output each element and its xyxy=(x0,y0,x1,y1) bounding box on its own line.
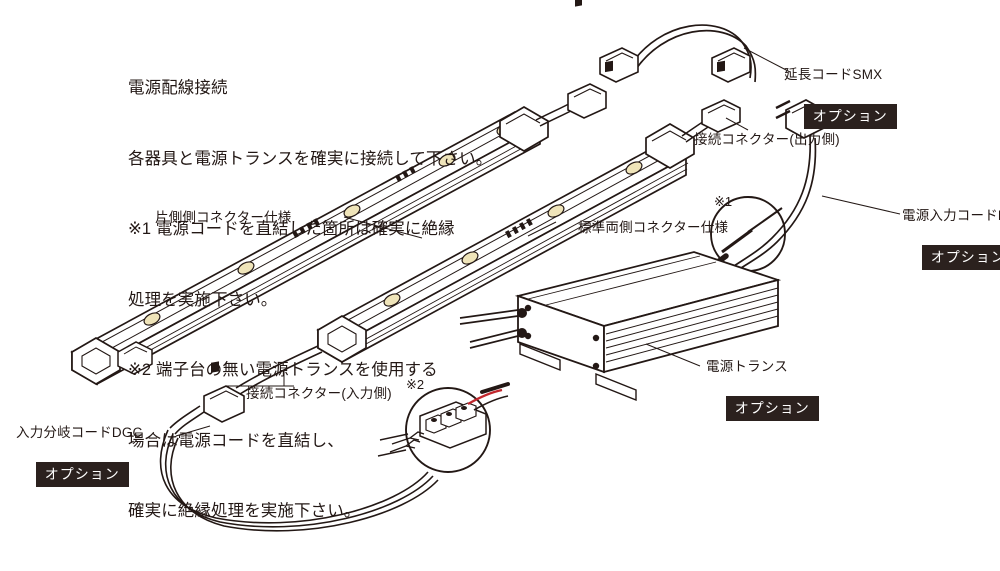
label-one-side-connector-spec: 片側側コネクター仕様 xyxy=(155,210,292,225)
badge-input-branch-cord: オプション xyxy=(18,444,129,505)
leader-lines xyxy=(175,47,901,437)
note-2-detail-circle xyxy=(377,382,510,473)
instruction-notes: 電源配線接続 各器具と電源トランスを確実に接続して下さい。 ※1 電源コードを直… xyxy=(128,30,492,571)
power-input-cord-dgn xyxy=(733,135,817,271)
label-connector-input: 接続コネクター(入力側) xyxy=(246,386,392,401)
wiring-diagram-artwork xyxy=(70,0,901,532)
option-badge-label: オプション xyxy=(35,462,129,487)
label-power-input-cord: 電源入力コードDGN xyxy=(902,208,1000,223)
power-transformer xyxy=(459,251,782,402)
note-line-5: 場合は電源コードを直結し、 xyxy=(128,431,344,450)
note-line-4: ※2 端子台の無い電源トランスを使用する xyxy=(128,361,438,379)
note-line-3: 処理を実施下さい。 xyxy=(128,290,278,309)
note-line-2: ※1 電源コードを直結した箇所は確実に絶縁 xyxy=(128,220,455,238)
badge-power-input-cord: オプション xyxy=(904,227,1000,288)
option-badge-label: オプション xyxy=(921,245,1000,270)
led-bar-both-side xyxy=(316,123,695,364)
badge-extension-cord: オプション xyxy=(786,86,897,147)
note-line-0: 電源配線接続 xyxy=(128,79,228,97)
note-line-6: 確実に絶縁処理を実施下さい。 xyxy=(128,502,361,520)
option-badge-label: オプション xyxy=(725,396,819,421)
option-badge-label: オプション xyxy=(803,104,897,129)
connector-bar1-out xyxy=(567,0,607,119)
connector-output xyxy=(701,99,741,133)
label-input-branch-cord: 入力分岐コードDGC xyxy=(16,425,143,440)
label-standard-both-side-connector-spec: 標準両側コネクター仕様 xyxy=(578,220,729,235)
diagram-canvas: 電源配線接続 各器具と電源トランスを確実に接続して下さい。 ※1 電源コードを直… xyxy=(16,0,1000,532)
dgc-upper-lead xyxy=(169,405,205,435)
label-power-transformer: 電源トランス xyxy=(706,359,788,374)
dgc-to-bar-lead xyxy=(235,345,323,395)
badge-power-transformer: オプション xyxy=(708,378,819,439)
input-branch-cord-dgc xyxy=(159,429,439,532)
led-bar-one-side xyxy=(70,106,549,386)
label-extension-cord: 延長コードSMX xyxy=(784,67,883,82)
loose-connector-left xyxy=(117,341,153,375)
label-note-mark-1: ※1 xyxy=(714,194,733,209)
label-connector-output: 接続コネクター(出力側) xyxy=(694,132,840,147)
label-note-mark-2: ※2 xyxy=(406,377,425,392)
extension-cord-smx xyxy=(599,24,757,83)
note-line-1: 各器具と電源トランスを確実に接続して下さい。 xyxy=(128,149,493,168)
